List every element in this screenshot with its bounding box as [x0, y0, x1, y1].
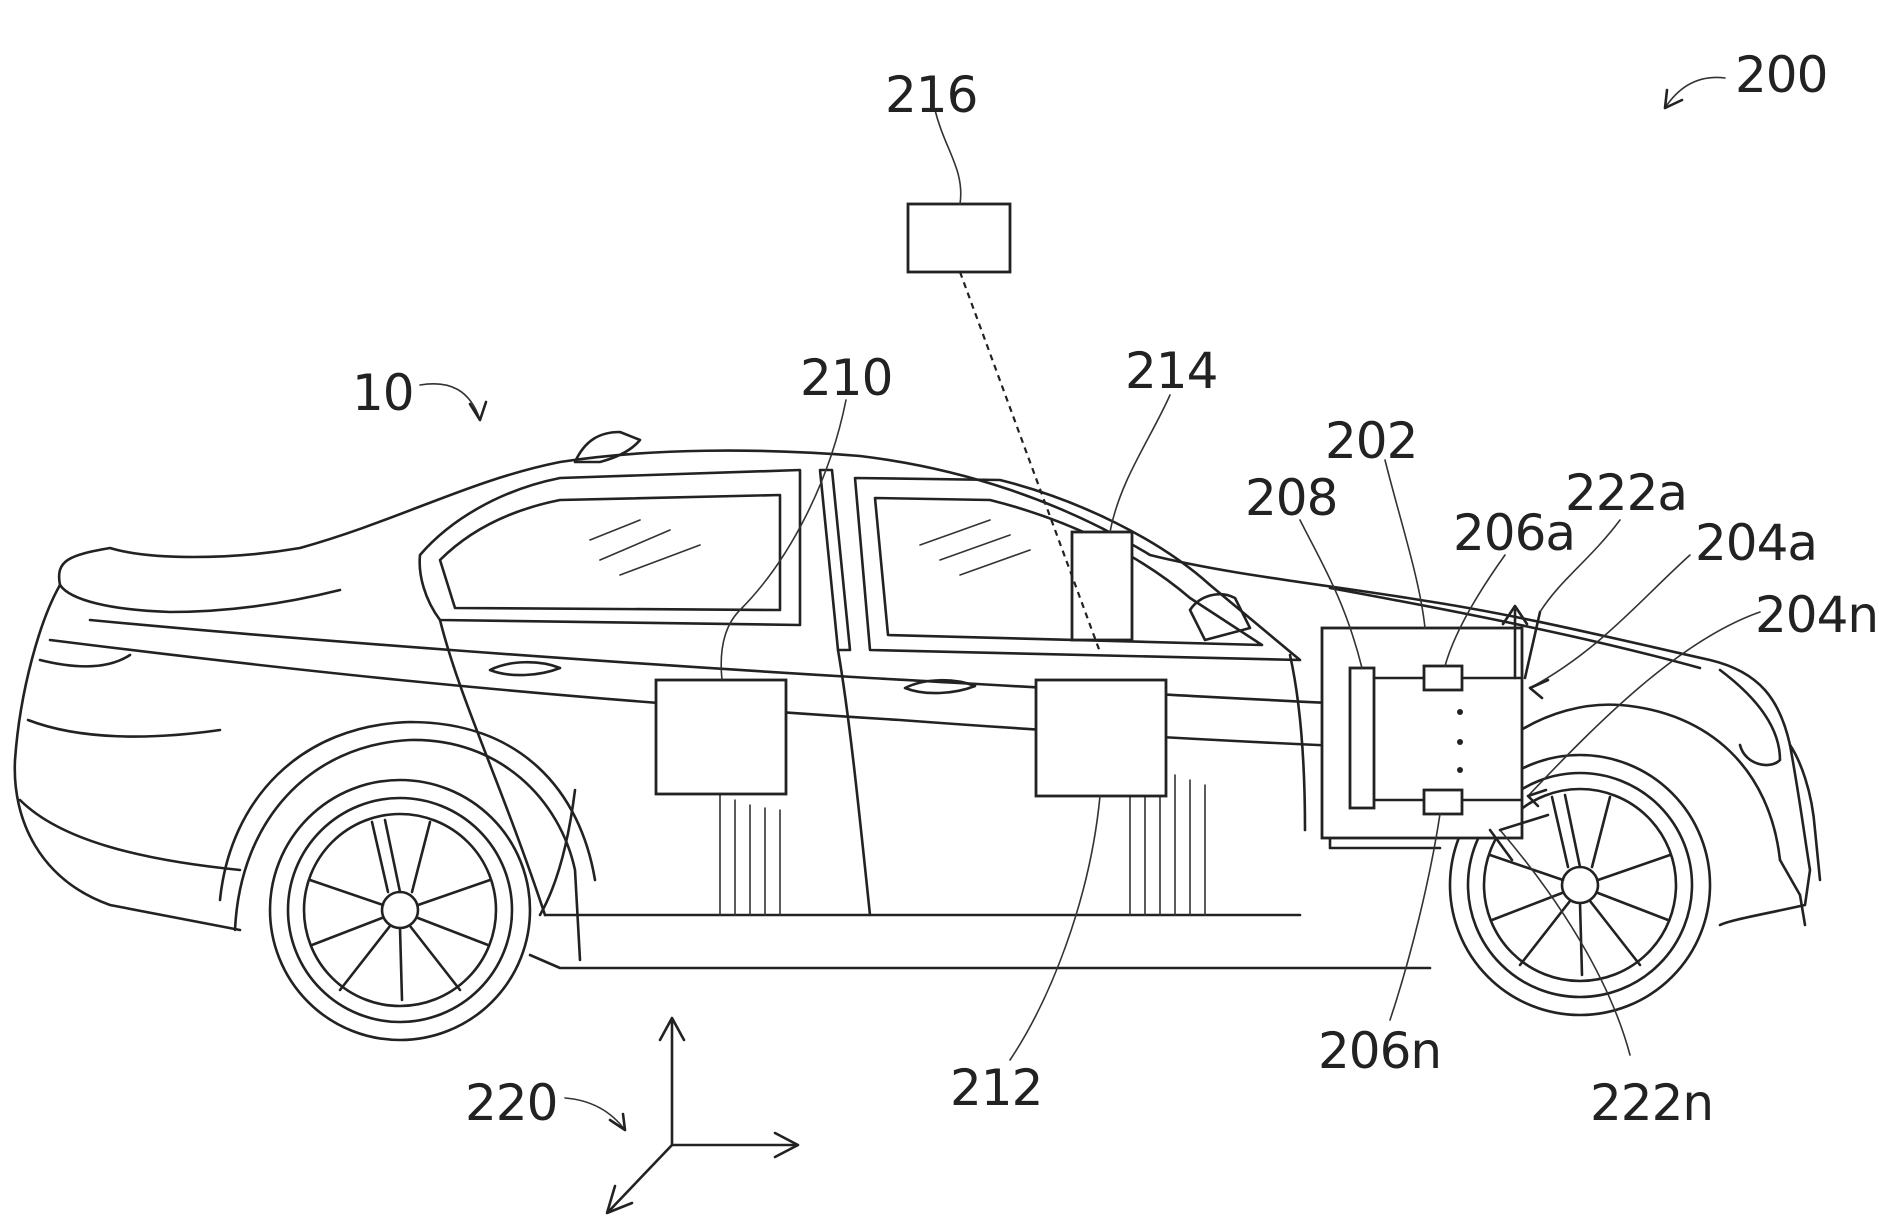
transceiver-box — [1072, 532, 1132, 640]
label-204a: 204a — [1695, 514, 1817, 572]
controller-b-box — [1036, 680, 1166, 796]
sensor-n-box — [1424, 790, 1462, 814]
label-220: 220 — [465, 1074, 557, 1132]
label-206a: 206a — [1453, 504, 1575, 562]
label-216: 216 — [885, 66, 977, 124]
sensor-a-box — [1424, 666, 1462, 690]
label-204n: 204n — [1755, 586, 1878, 644]
controller-a-box — [656, 680, 786, 794]
label-212: 212 — [950, 1059, 1042, 1117]
vehicle-windows — [420, 470, 1305, 915]
rear-wheel — [270, 780, 530, 1040]
label-206n: 206n — [1318, 1022, 1441, 1080]
system-blocks — [656, 204, 1548, 860]
label-214: 214 — [1125, 342, 1217, 400]
label-222n: 222n — [1590, 1074, 1713, 1132]
label-10: 10 — [352, 364, 414, 422]
label-200: 200 — [1735, 46, 1827, 104]
coordinate-axes — [607, 1018, 798, 1213]
wireless-link — [960, 272, 1100, 652]
label-210: 210 — [800, 349, 892, 407]
bus-bar — [1350, 668, 1374, 808]
label-222a: 222a — [1565, 464, 1687, 522]
label-208: 208 — [1245, 469, 1337, 527]
label-202: 202 — [1325, 412, 1417, 470]
remote-server-box — [908, 204, 1010, 272]
